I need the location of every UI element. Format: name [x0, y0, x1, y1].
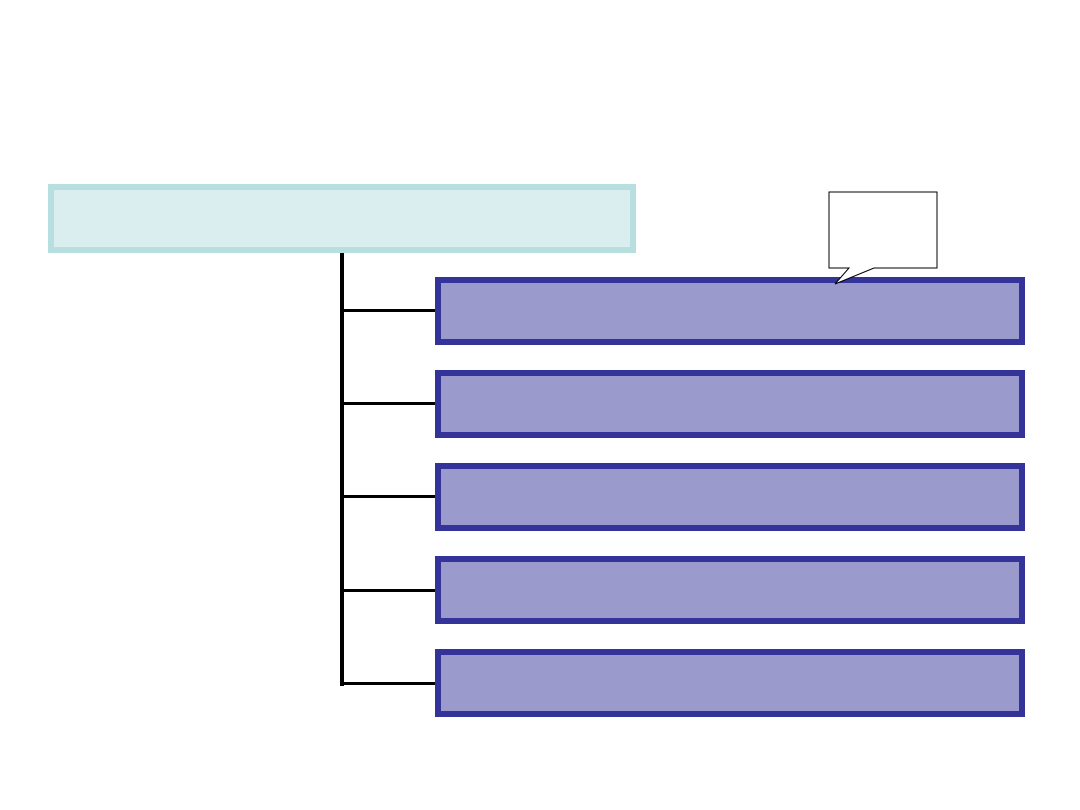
- callout-text: [830, 194, 936, 266]
- connector-branch-4: [340, 589, 436, 592]
- root-node: [48, 184, 636, 253]
- child-node-4: [435, 556, 1025, 624]
- child-node-1: [435, 277, 1025, 345]
- child-node-3: [435, 463, 1025, 531]
- connector-trunk: [340, 253, 344, 686]
- callout-bubble-shape: [828, 191, 938, 285]
- child-node-2: [435, 370, 1025, 438]
- child-node-5: [435, 649, 1025, 717]
- connector-branch-5: [340, 682, 436, 685]
- connector-branch-2: [340, 402, 436, 405]
- connector-branch-1: [340, 309, 436, 312]
- callout-bubble: [828, 191, 938, 285]
- connector-branch-3: [340, 495, 436, 498]
